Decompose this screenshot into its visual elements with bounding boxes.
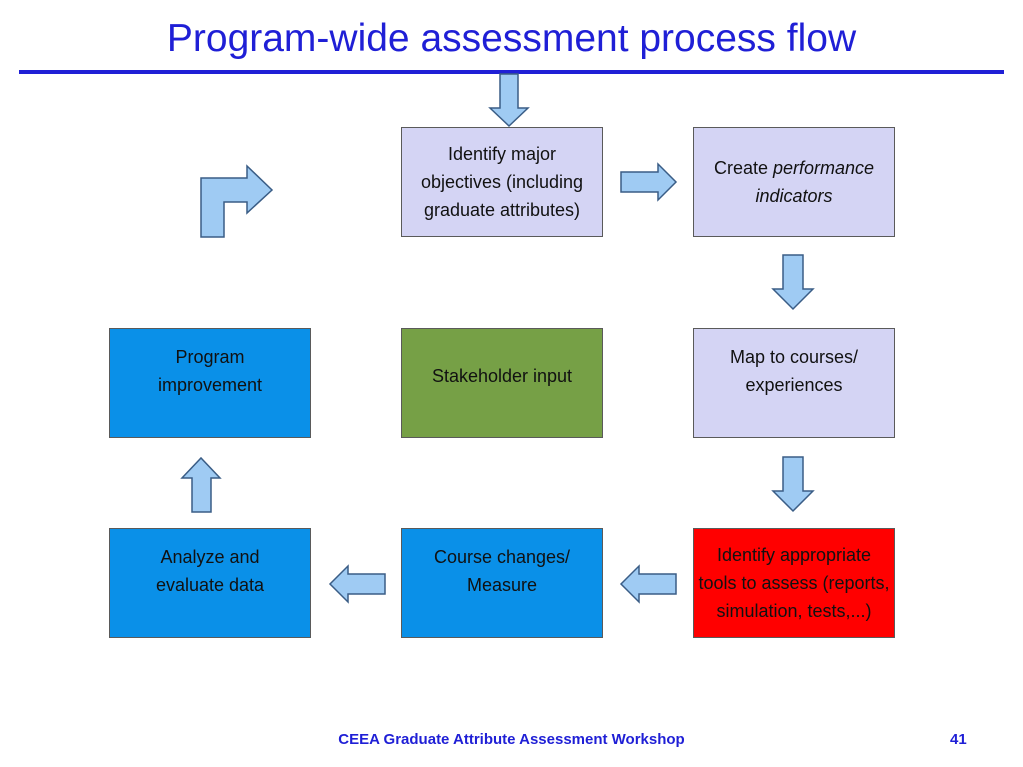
arrow-up-analyze-icon bbox=[180, 456, 222, 513]
analyze-data-box: Analyze and evaluate data bbox=[109, 528, 311, 638]
program-improvement-label: Program improvement bbox=[157, 347, 263, 395]
identify-tools-box: Identify appropriate tools to assess (re… bbox=[693, 528, 895, 638]
stakeholder-input-box: Stakeholder input bbox=[401, 328, 603, 438]
map-courses-label: Map to courses/ experiences bbox=[729, 347, 859, 395]
create-emph-1: performance bbox=[772, 158, 875, 178]
map-courses-box: Map to courses/ experiences bbox=[693, 328, 895, 438]
arrow-left-course-icon bbox=[328, 564, 386, 604]
slide-title: Program-wide assessment process flow bbox=[166, 17, 857, 60]
identify-objectives-label: Identify major objectives (including gra… bbox=[420, 144, 584, 220]
arrow-down-indicators-icon bbox=[771, 254, 815, 311]
arrow-left-tools-icon bbox=[619, 564, 677, 604]
identify-objectives-box: Identify major objectives (including gra… bbox=[401, 127, 603, 237]
bent-arrow-icon bbox=[200, 164, 274, 238]
stakeholder-input-label: Stakeholder input bbox=[431, 366, 573, 386]
create-emph-2: indicators bbox=[755, 186, 833, 206]
create-indicators-label: Create performance indicators bbox=[714, 154, 874, 210]
create-indicators-box: Create performance indicators bbox=[693, 127, 895, 237]
arrow-down-map-icon bbox=[771, 456, 815, 513]
title-underline bbox=[19, 70, 1004, 74]
course-changes-box: Course changes/ Measure bbox=[401, 528, 603, 638]
identify-tools-label: Identify appropriate tools to assess (re… bbox=[698, 545, 890, 621]
arrow-down-entry-icon bbox=[488, 73, 530, 128]
footer-text: CEEA Graduate Attribute Assessment Works… bbox=[338, 731, 685, 748]
create-prefix: Create bbox=[713, 158, 773, 178]
program-improvement-box: Program improvement bbox=[109, 328, 311, 438]
course-changes-label: Course changes/ Measure bbox=[433, 547, 571, 595]
analyze-data-label: Analyze and evaluate data bbox=[155, 547, 265, 595]
arrow-right-objectives-icon bbox=[620, 162, 678, 202]
page-number: 41 bbox=[950, 731, 967, 748]
